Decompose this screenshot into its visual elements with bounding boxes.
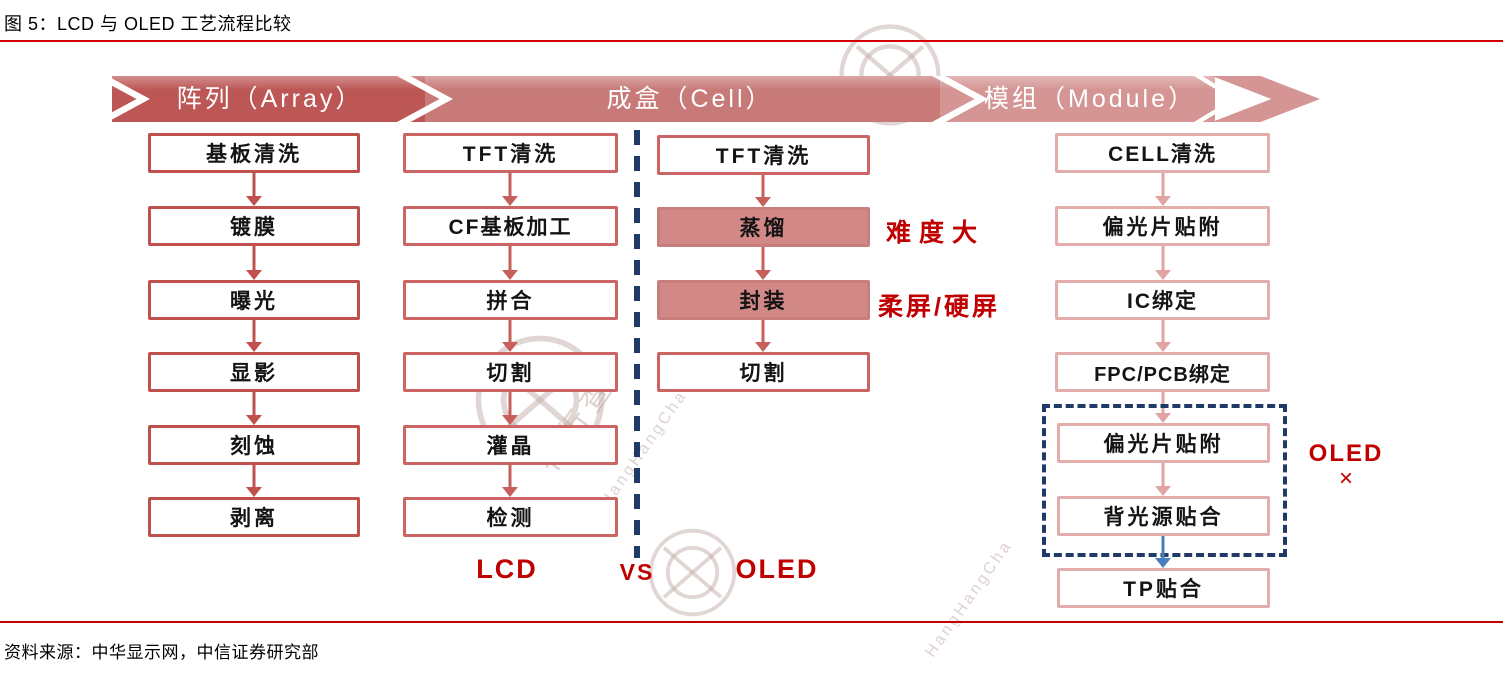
process-stage-banner: 阵列（Array） 成盒（Cell） 模组（Module） — [94, 76, 1330, 122]
down-arrow — [502, 392, 518, 425]
banner-label-module: 模组（Module） — [984, 85, 1196, 113]
figure-title: 图 5：LCD 与 OLED 工艺流程比较 — [4, 14, 292, 34]
down-arrow — [246, 173, 262, 206]
source-note: 资料来源：中华显示网，中信证券研究部 — [4, 643, 319, 662]
down-arrow — [755, 320, 771, 352]
step-box-highlighted: 封装 — [657, 280, 870, 320]
banner-segment-array — [112, 76, 425, 122]
step-box: 显影 — [148, 352, 360, 392]
oled-skip-label: OLED — [1308, 440, 1384, 467]
bottom-rule — [0, 621, 1503, 623]
down-arrow — [502, 465, 518, 497]
down-arrow — [502, 246, 518, 280]
step-box: CELL清洗 — [1055, 133, 1270, 173]
down-arrow — [1155, 246, 1171, 280]
step-box: 基板清洗 — [148, 133, 360, 173]
step-box: IC绑定 — [1055, 280, 1270, 320]
step-box: 切割 — [403, 352, 618, 392]
step-box: TFT清洗 — [657, 135, 870, 175]
step-box: FPC/PCB绑定 — [1055, 352, 1270, 392]
step-box: 剥离 — [148, 497, 360, 537]
down-arrow — [755, 175, 771, 207]
step-box: 检测 — [403, 497, 618, 537]
banner-label-cell: 成盒（Cell） — [606, 85, 774, 113]
banner-segment-cell — [425, 76, 940, 122]
down-arrow — [1155, 173, 1171, 206]
down-arrow — [1155, 463, 1171, 496]
step-box: 拼合 — [403, 280, 618, 320]
down-arrow — [502, 173, 518, 206]
step-box: 切割 — [657, 352, 870, 392]
banner-label-array: 阵列（Array） — [176, 85, 364, 113]
down-arrow-blue — [1155, 536, 1171, 568]
annotation-flexible-rigid: 柔屏/硬屏 — [878, 293, 1000, 321]
lcd-oled-divider-line — [634, 130, 640, 558]
lcd-label: LCD — [476, 554, 538, 584]
down-arrow — [755, 247, 771, 280]
down-arrow — [246, 246, 262, 280]
step-box: 灌晶 — [403, 425, 618, 465]
annotation-difficulty: 难度大 — [886, 219, 986, 247]
oled-label: OLED — [735, 554, 819, 584]
step-box: TFT清洗 — [403, 133, 618, 173]
down-arrow — [502, 320, 518, 352]
down-arrow — [1155, 320, 1171, 352]
step-box: TP贴合 — [1057, 568, 1270, 608]
step-box: CF基板加工 — [403, 206, 618, 246]
title-rule — [0, 40, 1503, 42]
step-box-highlighted: 蒸馏 — [657, 207, 870, 247]
down-arrow — [246, 320, 262, 352]
step-box: 曝光 — [148, 280, 360, 320]
oled-skip-cross-mark: × — [1338, 465, 1353, 492]
vs-label: VS — [619, 559, 655, 585]
watermark-subtext: HangHangCha — [922, 536, 1016, 661]
down-arrow — [246, 392, 262, 425]
step-box: 镀膜 — [148, 206, 360, 246]
step-box-skipped: 背光源贴合 — [1057, 496, 1270, 536]
step-box: 偏光片贴附 — [1055, 206, 1270, 246]
down-arrow — [246, 465, 262, 497]
step-box: 刻蚀 — [148, 425, 360, 465]
step-box-skipped: 偏光片贴附 — [1057, 423, 1270, 463]
